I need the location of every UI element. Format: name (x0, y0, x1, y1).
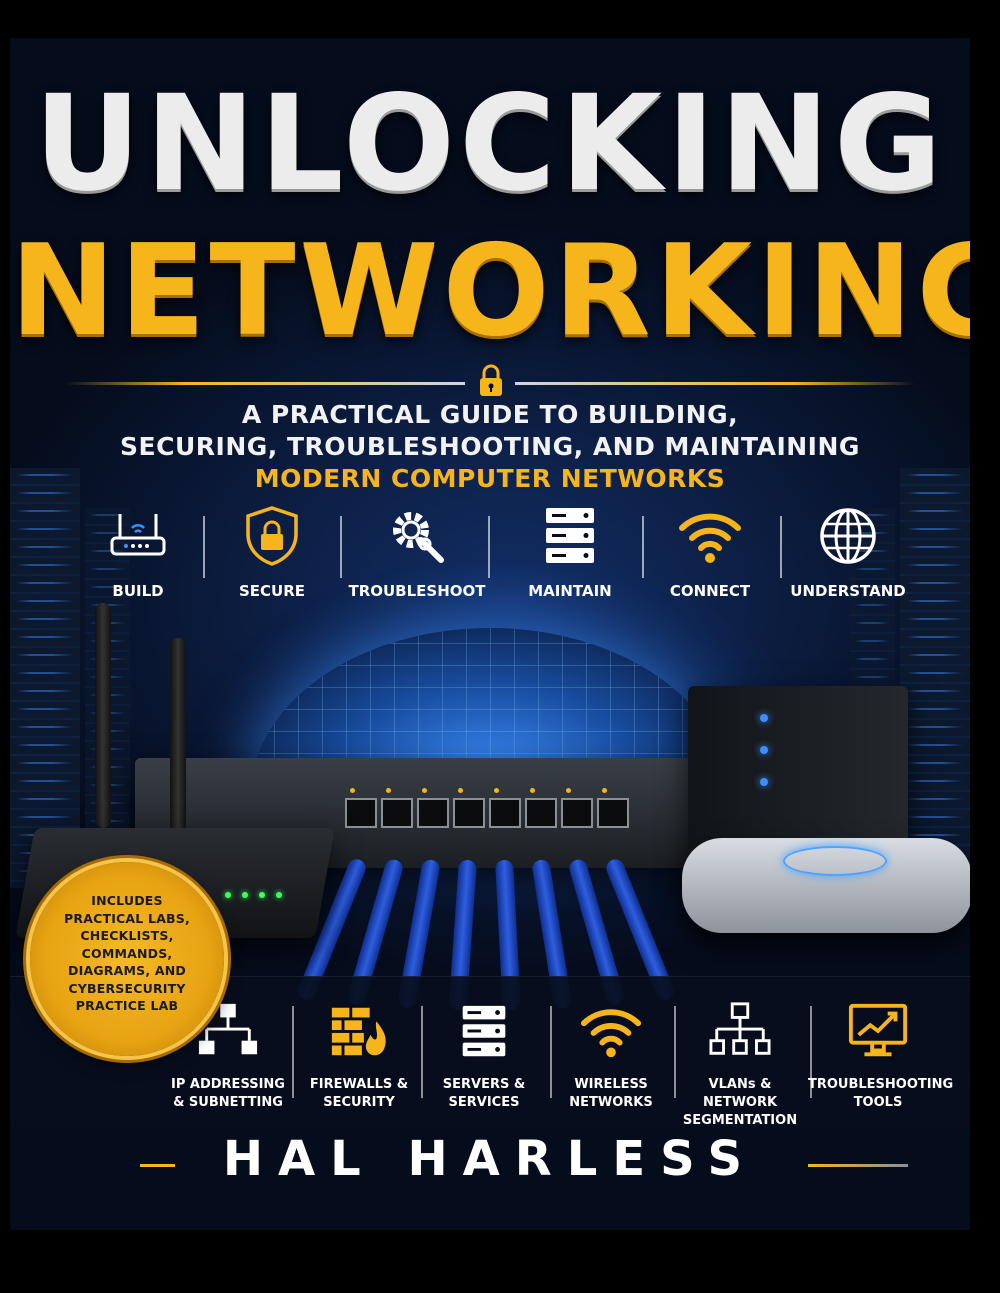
feature-wireless: WIRELESS NETWORKS (541, 1000, 681, 1120)
feature-label: WIRELESS NETWORKS (569, 1077, 653, 1110)
feature-connect: CONNECT (640, 504, 780, 604)
server-led (760, 746, 768, 754)
feature-label: IP ADDRESSING & SUBNETTING (171, 1077, 285, 1110)
access-point-light (783, 846, 887, 876)
seal-line: INCLUDES (91, 893, 163, 908)
subtitle-line-2: SECURING, TROUBLESHOOTING, AND MAINTAINI… (120, 432, 860, 461)
author-rule-left (140, 1164, 175, 1167)
feature-label: MAINTAIN (528, 582, 612, 600)
divider (642, 516, 644, 578)
book-cover: UNLOCKING NETWORKING A PRACTICAL GUIDE T… (10, 38, 970, 1230)
divider (810, 1006, 812, 1098)
divider (203, 516, 205, 578)
feature-servers: SERVERS & SERVICES (414, 1000, 554, 1120)
router-led (242, 892, 248, 898)
shield-lock-icon (246, 506, 298, 566)
feature-label: VLANs & NETWORK SEGMENTATION (682, 1077, 798, 1128)
author-rule-right (808, 1164, 908, 1167)
subtitle-line-3: MODERN COMPUTER NETWORKS (254, 464, 726, 493)
server-icon (462, 1005, 506, 1057)
port-led (530, 788, 535, 793)
switch-port (345, 798, 377, 828)
server-rack-icon (546, 508, 594, 563)
feature-ip-addressing: IP ADDRESSING & SUBNETTING (158, 1000, 298, 1120)
feature-label: UNDERSTAND (790, 582, 906, 600)
firewall-icon (331, 1007, 386, 1056)
feature-understand: UNDERSTAND (778, 504, 918, 604)
divider (292, 1006, 294, 1098)
feature-build: BUILD (68, 504, 208, 604)
gold-seal (30, 862, 224, 1056)
switch-port (381, 798, 413, 828)
feature-label: SECURE (238, 582, 306, 600)
port-led (458, 788, 463, 793)
divider (488, 516, 490, 578)
seal-line: PRACTICE LAB (75, 998, 179, 1013)
feature-firewalls: FIREWALLS & SECURITY (289, 1000, 429, 1120)
switch-port (417, 798, 449, 828)
feature-label: BUILD (112, 582, 164, 600)
divider-left (65, 382, 465, 385)
subtitle-line-1: A PRACTICAL GUIDE TO BUILDING, (241, 400, 739, 429)
feature-label: CONNECT (669, 582, 751, 600)
router-led (259, 892, 265, 898)
feature-secure: SECURE (202, 504, 342, 604)
monitor-chart-icon (848, 1003, 908, 1057)
network-tree-icon (198, 1003, 258, 1055)
router-led (225, 892, 231, 898)
divider (674, 1006, 676, 1098)
server-led (760, 778, 768, 786)
feature-label: FIREWALLS & SECURITY (309, 1077, 409, 1110)
feature-label: TROUBLESHOOT (348, 582, 486, 600)
router-antenna (95, 603, 111, 828)
divider (550, 1006, 552, 1098)
seal-line: CHECKLISTS, (80, 928, 174, 943)
seal-text: INCLUDES PRACTICAL LABS, CHECKLISTS, COM… (40, 892, 214, 1015)
divider (340, 516, 342, 578)
globe-icon (820, 508, 876, 564)
port-led (494, 788, 499, 793)
switch-port (453, 798, 485, 828)
padlock-icon (480, 364, 502, 396)
server-rack-right (900, 468, 970, 888)
wifi-icon (679, 513, 741, 563)
wifi-icon (580, 1009, 642, 1058)
seal-line: DIAGRAMS, AND (68, 963, 186, 978)
feature-label: SERVERS & SERVICES (442, 1077, 526, 1110)
server-rack-left (10, 468, 80, 888)
vlan-diagram-icon (709, 1002, 771, 1055)
switch-port (525, 798, 557, 828)
port-led (602, 788, 607, 793)
divider-right (515, 382, 915, 385)
switch-port (597, 798, 629, 828)
title-line-1: UNLOCKING (33, 67, 947, 221)
seal-line: CYBERSECURITY (68, 980, 186, 996)
divider (780, 516, 782, 578)
port-led (386, 788, 391, 793)
switch-port (489, 798, 521, 828)
port-led (566, 788, 571, 793)
feature-troubleshoot: TROUBLESHOOT (347, 504, 487, 604)
gear-wrench-icon (393, 512, 444, 563)
seal-line: PRACTICAL LABS, (64, 910, 190, 926)
port-led (422, 788, 427, 793)
feature-maintain: MAINTAIN (500, 504, 640, 604)
divider (421, 1006, 423, 1098)
port-led (350, 788, 355, 793)
title-line-2: NETWORKING (10, 217, 970, 364)
seal-line: COMMANDS, (81, 945, 173, 961)
router-antenna (170, 638, 186, 833)
server-led (760, 714, 768, 722)
router-led (276, 892, 282, 898)
feature-label: TROUBLESHOOTING TOOLS (808, 1077, 954, 1110)
router-icon (110, 514, 166, 556)
feature-vlans: VLANs & NETWORK SEGMENTATION (670, 1000, 810, 1128)
author-name: HAL HARLESS (222, 1131, 758, 1187)
feature-troubleshooting-tools: TROUBLESHOOTING TOOLS (808, 1000, 954, 1120)
switch-port (561, 798, 593, 828)
